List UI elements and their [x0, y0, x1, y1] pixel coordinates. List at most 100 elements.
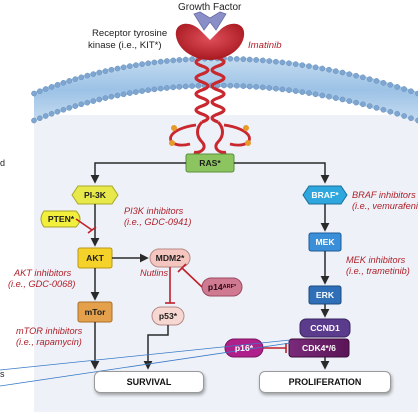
akt-inhibitors-line1: AKT inhibitors — [14, 268, 72, 278]
pi3k-node: PI-3K — [84, 190, 106, 200]
lipid-head — [233, 56, 240, 62]
lipid-head — [31, 117, 37, 124]
ccnd1-node-shape — [299, 318, 351, 338]
pten-node: PTEN* — [47, 214, 75, 224]
imatinib-label: Imatinib — [248, 40, 282, 51]
erk-node: ERK — [315, 290, 335, 300]
mek-inhibitors-line2: (i.e., trametinib) — [346, 266, 410, 276]
lipid-head — [266, 85, 273, 91]
lipid-head — [108, 93, 115, 100]
lipid-head — [164, 85, 170, 91]
lipid-head — [332, 68, 339, 74]
lipid-head — [189, 56, 195, 62]
lipid-head — [157, 85, 164, 92]
lipid-head — [227, 82, 234, 89]
lipid-head — [84, 99, 91, 106]
akt-node: AKT — [86, 253, 104, 263]
lipid-head — [353, 99, 359, 106]
lipid-head — [37, 88, 43, 94]
nutlins-label: Nutlins — [140, 268, 169, 278]
lipid-head — [353, 72, 359, 79]
akt-inhibitors-line2: (i.e., GDC-0068) — [8, 279, 76, 289]
cell-membrane — [34, 57, 418, 122]
lipid-head — [54, 109, 61, 115]
lipid-head — [279, 59, 286, 66]
lipid-head — [60, 80, 67, 86]
lipid-head — [373, 78, 380, 84]
lipid-head — [60, 107, 67, 113]
lipid-head — [182, 56, 189, 63]
lipid-head — [346, 98, 353, 104]
lipid-head — [139, 88, 145, 94]
lipid-head — [133, 62, 139, 68]
cdk-node-shape — [288, 338, 350, 358]
lipid-head — [319, 65, 326, 72]
lipid-head — [339, 96, 346, 103]
lipid-head — [145, 87, 151, 93]
lipid-head — [292, 88, 299, 94]
inhibition-lines — [75, 218, 287, 353]
lipid-head — [133, 89, 139, 95]
lipid-head — [246, 56, 253, 63]
lipid-head — [120, 91, 127, 98]
lipid-head — [227, 55, 234, 62]
lipid-head — [54, 82, 61, 88]
lipid-head — [339, 69, 346, 76]
lipid-head — [96, 96, 103, 103]
receptor-label-line2: kinase (i.e., KIT*) — [88, 40, 162, 51]
lipid-head — [157, 58, 164, 65]
survival-outcome-box: SURVIVAL — [94, 371, 204, 393]
pi3k-inhibitors-line2: (i.e., GDC-0941) — [124, 217, 192, 227]
lipid-head — [312, 91, 319, 98]
lipid-head — [366, 76, 373, 82]
lipid-head — [292, 61, 299, 67]
lipid-head — [279, 86, 286, 93]
lipid-head — [253, 57, 260, 63]
cdk-node: CDK4*/6 — [302, 343, 336, 353]
overlay-lines — [0, 339, 291, 387]
lipid-head — [102, 95, 109, 101]
pten-node-shape — [40, 210, 81, 228]
braf-inhibitors-line2: (i.e., vemurafenib) — [352, 201, 418, 211]
lipid-head — [108, 66, 115, 73]
lipid-head — [96, 69, 103, 76]
lipid-head — [145, 60, 151, 67]
mtor-node: mTor — [84, 307, 106, 317]
lipid-head — [286, 87, 292, 93]
lipid-head — [259, 57, 266, 64]
lipid-head — [312, 64, 319, 71]
lipid-head — [233, 83, 240, 89]
pi3k-inhibitors-line1: PI3K inhibitors — [124, 206, 184, 216]
lipid-head — [66, 105, 73, 111]
lipid-head — [176, 57, 183, 63]
lipid-head — [299, 89, 306, 95]
lipid-head — [114, 92, 121, 99]
lipid-head — [259, 84, 266, 91]
lipid-head — [114, 65, 121, 72]
mtor-inhibitors-line1: mTOR inhibitors — [16, 326, 83, 336]
p53-node: p53* — [158, 311, 178, 321]
lipid-head — [240, 56, 247, 62]
lipid-head — [37, 115, 43, 121]
mek-inhibitors-line1: MEK inhibitors — [346, 255, 406, 265]
lipid-head — [170, 57, 176, 64]
lipid-head — [360, 101, 366, 108]
lipid-head — [306, 90, 312, 96]
lipid-head — [408, 88, 414, 94]
lipid-head — [102, 68, 109, 74]
lipid-head — [319, 92, 326, 99]
lipid-head — [326, 66, 332, 73]
lipid-head — [78, 74, 85, 81]
growth-factor-ligand — [193, 11, 227, 31]
growth-factor-label: Growth Factor — [178, 2, 242, 13]
p16-node: p16* — [234, 343, 254, 353]
lipid-head — [306, 63, 312, 69]
lipid-head — [286, 60, 292, 67]
p14-node-sup: ARF* — [222, 284, 237, 290]
braf-node: BRAF* — [311, 190, 339, 200]
lipid-head — [273, 58, 279, 65]
lipid-head — [332, 95, 339, 101]
lipid-head — [151, 59, 158, 66]
